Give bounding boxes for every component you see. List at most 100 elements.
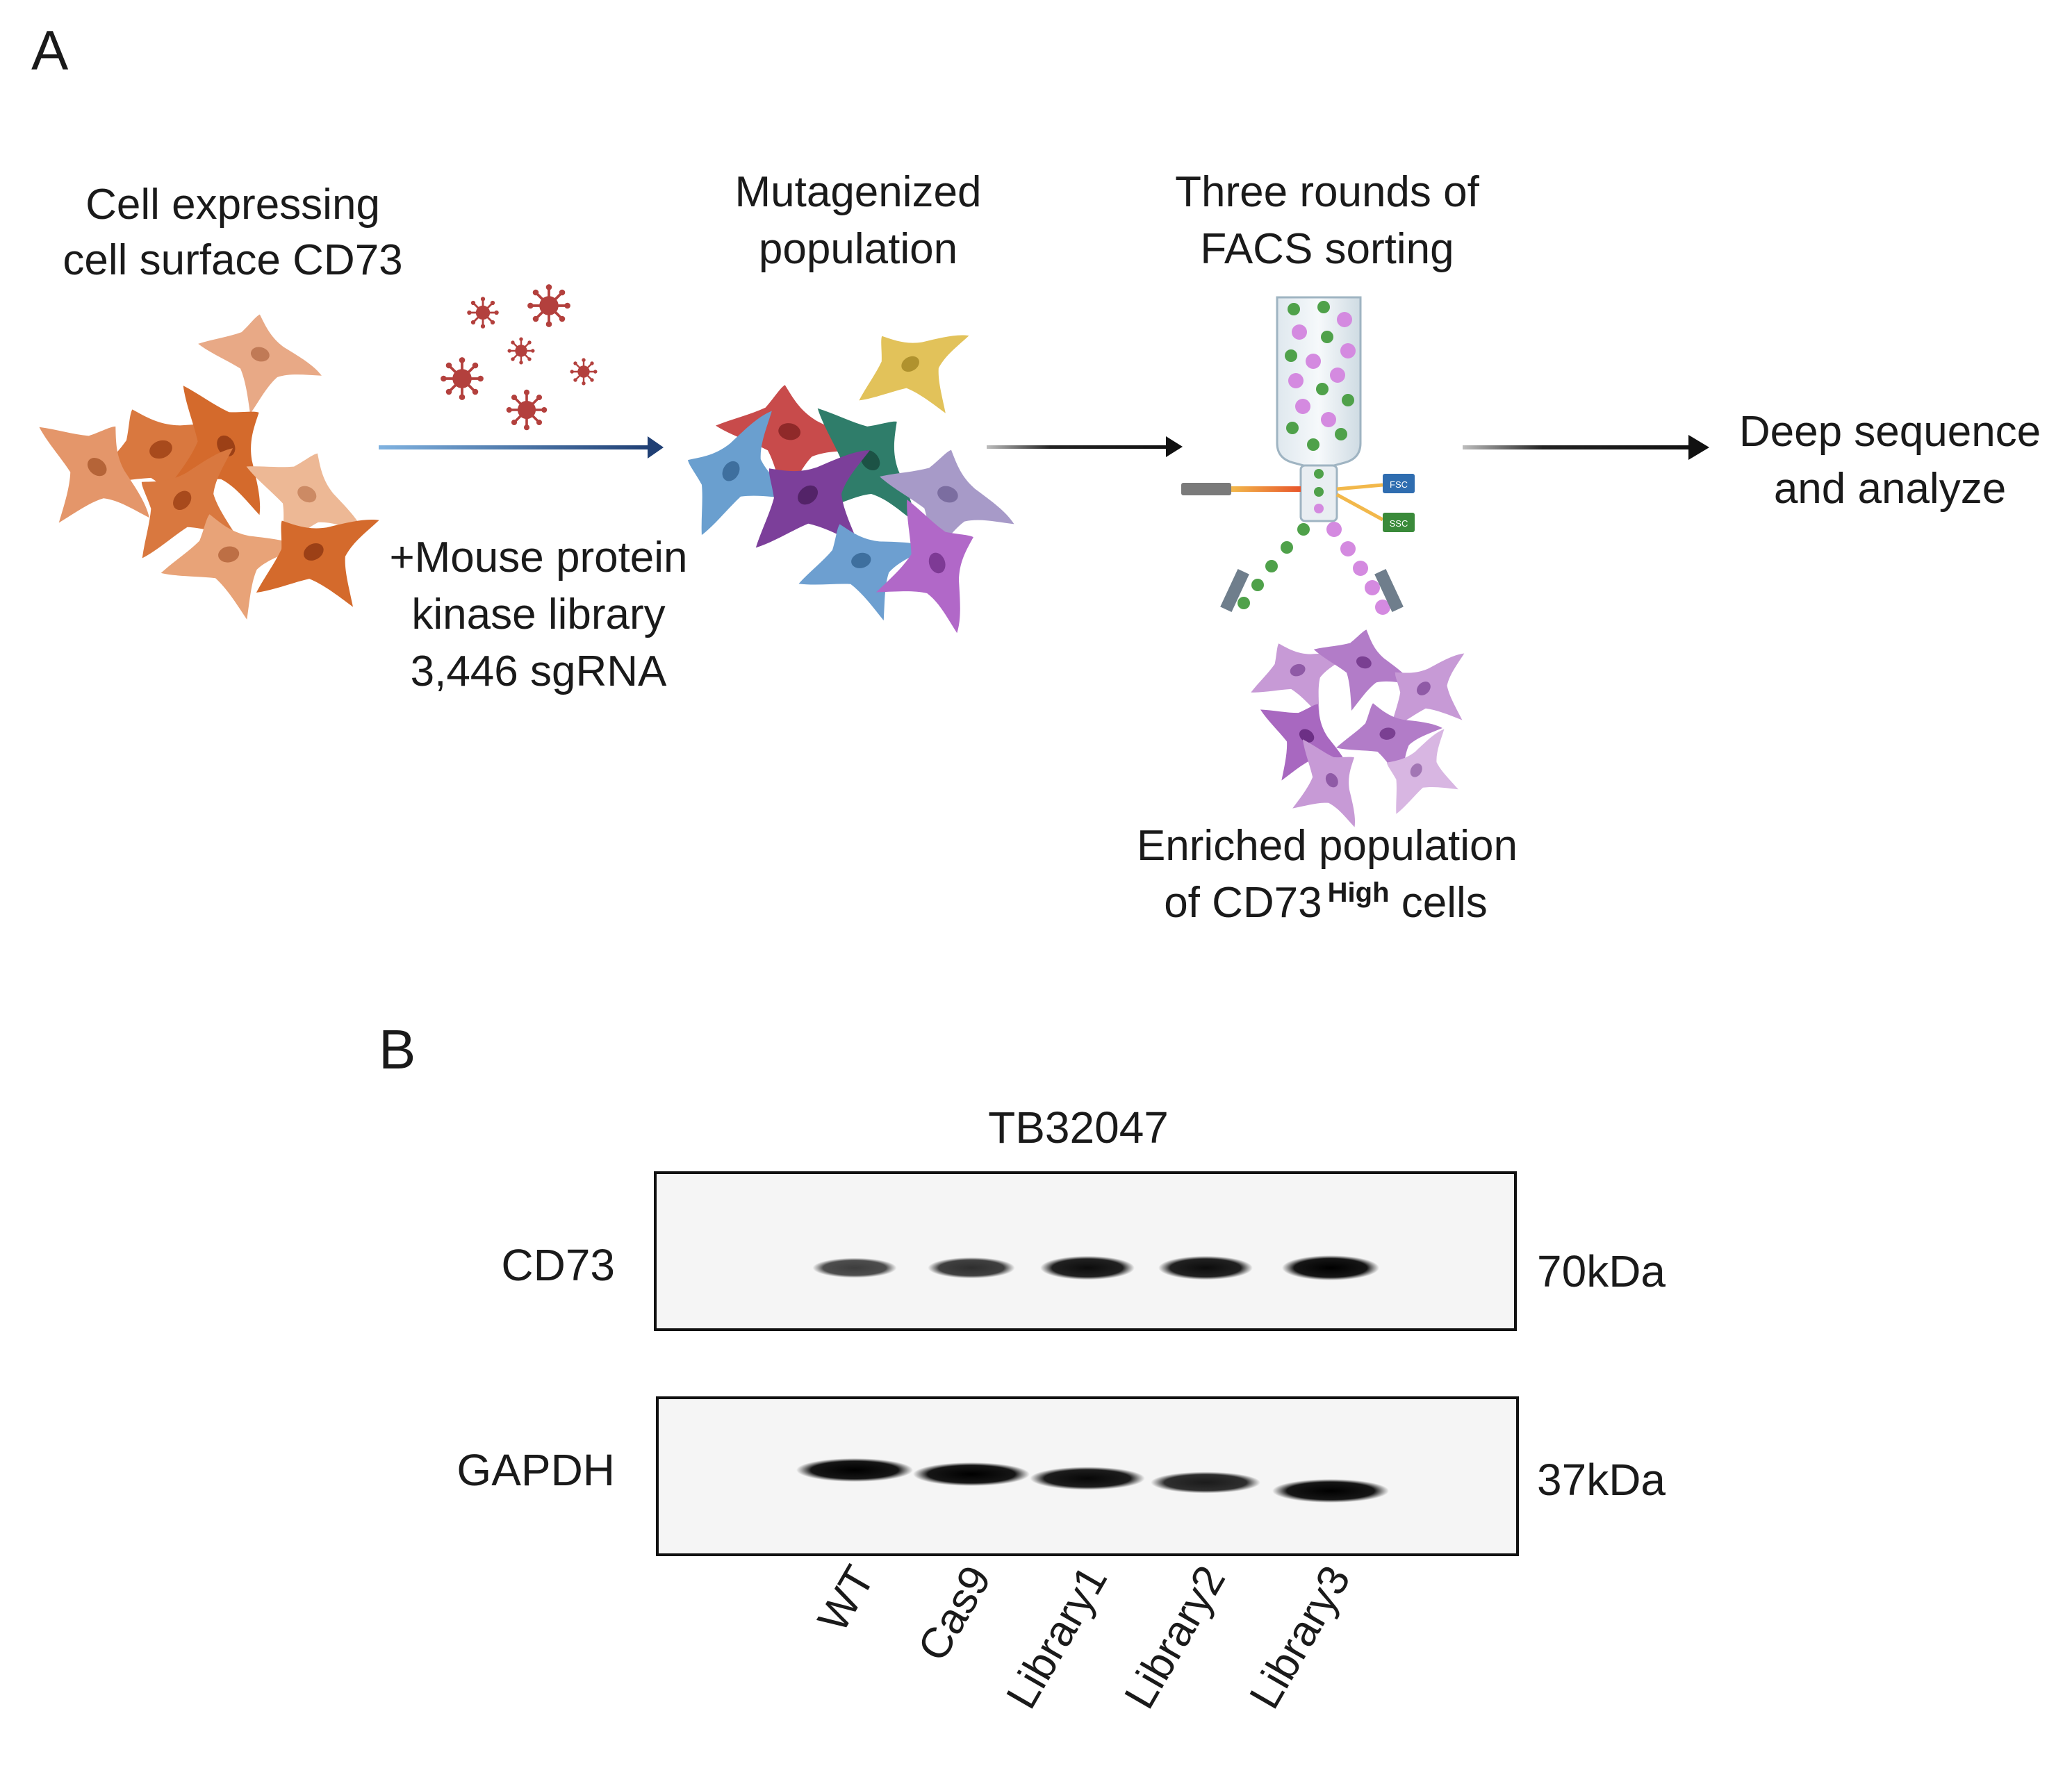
orange-cell bbox=[104, 417, 281, 597]
library-line3: 3,446 sgRNA bbox=[411, 647, 667, 695]
enriched-cell bbox=[1365, 628, 1497, 760]
panel-a-label: A bbox=[31, 19, 69, 81]
step-cell-title-line1: Cell expressing bbox=[85, 181, 380, 229]
library-line1: +Mouse protein bbox=[389, 534, 687, 581]
orange-cell bbox=[72, 377, 262, 546]
ssc-beam bbox=[1335, 493, 1384, 522]
step-facs-line2: FACS sorting bbox=[1200, 225, 1454, 273]
cd73-band-library1 bbox=[1040, 1255, 1135, 1280]
cd73-blot-frame bbox=[654, 1171, 1517, 1331]
enriched-cell-cluster bbox=[1233, 615, 1497, 850]
ssc-detector: SSC bbox=[1383, 513, 1415, 532]
enriched-cell bbox=[1265, 721, 1385, 850]
lane-label-library1: Library1 bbox=[997, 1558, 1117, 1717]
virus-icon bbox=[505, 388, 548, 431]
enriched-superscript: High bbox=[1328, 877, 1390, 908]
orange-cell bbox=[183, 301, 333, 429]
analysis-arrow bbox=[1463, 435, 1709, 460]
library-description: +Mouse protein kinase library 3,446 sgRN… bbox=[389, 534, 687, 695]
orange-cell bbox=[152, 500, 312, 633]
gapdh-blot: GAPDH 37kDa bbox=[457, 1396, 1666, 1556]
step-sequence-title: Deep sequence and analyze bbox=[1739, 408, 2041, 513]
transduction-arrow bbox=[379, 436, 664, 459]
mixed-cell bbox=[859, 430, 1031, 583]
orange-cell bbox=[231, 478, 411, 645]
enriched-cell bbox=[1367, 712, 1481, 835]
gapdh-size-label: 37kDa bbox=[1537, 1455, 1666, 1505]
library-line2: kinase library bbox=[411, 591, 665, 638]
step-mutagenized-title: Mutagenized population bbox=[734, 168, 981, 273]
gapdh-blot-label: GAPDH bbox=[457, 1445, 615, 1495]
cd73-blot-label: CD73 bbox=[501, 1240, 615, 1290]
gapdh-band-wt bbox=[796, 1458, 913, 1482]
enriched-cell bbox=[1238, 622, 1365, 735]
cd73-size-label: 70kDa bbox=[1537, 1246, 1666, 1296]
step-sequence-line1: Deep sequence bbox=[1739, 408, 2041, 456]
gapdh-band-cas9 bbox=[913, 1462, 1030, 1486]
enriched-cell bbox=[1329, 692, 1451, 793]
cd73-band-wt bbox=[812, 1257, 897, 1278]
cd73-band-library2 bbox=[1158, 1255, 1253, 1280]
cell-line-title: TB32047 bbox=[988, 1103, 1169, 1153]
orange-cell bbox=[217, 426, 387, 584]
virus-icon bbox=[466, 296, 500, 329]
step-cell-title: Cell expressing cell surface CD73 bbox=[63, 181, 402, 284]
enriched-line2-prefix: of CD73 bbox=[1164, 879, 1322, 927]
enriched-cell bbox=[1298, 615, 1425, 727]
mixed-cell bbox=[837, 298, 997, 448]
gapdh-band-library3 bbox=[1272, 1479, 1389, 1503]
deflection-plate-negative bbox=[1220, 569, 1249, 612]
gapdh-band-group bbox=[796, 1458, 1389, 1503]
gapdh-band-library1 bbox=[1030, 1467, 1145, 1490]
virus-icon bbox=[569, 357, 598, 386]
cd73-band-cas9 bbox=[928, 1257, 1015, 1279]
lane-label-library3: Library3 bbox=[1240, 1558, 1360, 1717]
cd73-band-library3 bbox=[1282, 1255, 1379, 1280]
lane-label-wt: WT bbox=[809, 1558, 884, 1640]
gapdh-band-library2 bbox=[1151, 1471, 1260, 1494]
step-facs-line1: Three rounds of bbox=[1175, 168, 1479, 216]
enriched-line2-suffix: cells bbox=[1390, 879, 1488, 927]
cd73-band-group bbox=[812, 1255, 1379, 1280]
sorting-arrow bbox=[987, 436, 1183, 457]
enriched-line1: Enriched population bbox=[1137, 822, 1518, 870]
step-facs-title: Three rounds of FACS sorting bbox=[1175, 168, 1479, 273]
lane-label-cas9: Cas9 bbox=[909, 1558, 1001, 1669]
enriched-cell bbox=[1233, 679, 1371, 809]
mixed-cell bbox=[850, 482, 1003, 654]
step-mutagenized-line1: Mutagenized bbox=[734, 168, 981, 216]
mutagenized-cell-cluster bbox=[659, 298, 1031, 654]
mixed-cell bbox=[659, 386, 826, 565]
orange-cell-cluster bbox=[0, 301, 411, 645]
deflection-plate-positive bbox=[1374, 569, 1404, 612]
fsc-detector: FSC bbox=[1383, 474, 1415, 493]
virus-group bbox=[439, 283, 598, 431]
sorted-droplets bbox=[1238, 522, 1390, 615]
virus-icon bbox=[439, 356, 485, 402]
lane-label-library2: Library2 bbox=[1115, 1558, 1235, 1717]
virus-icon bbox=[526, 283, 572, 329]
fsc-beam bbox=[1336, 483, 1383, 491]
step-sequence-line2: and analyze bbox=[1774, 465, 2006, 513]
cd73-blot: CD73 70kDa bbox=[501, 1171, 1666, 1331]
orange-cell bbox=[0, 389, 181, 565]
ssc-label: SSC bbox=[1390, 518, 1408, 529]
panel-a: A Cell expressing cell surface CD73 bbox=[0, 19, 2041, 927]
mixed-cell bbox=[786, 503, 944, 640]
fsc-label: FSC bbox=[1390, 479, 1408, 490]
mixed-cell bbox=[705, 374, 873, 515]
virus-icon bbox=[507, 336, 536, 365]
step-mutagenized-line2: population bbox=[759, 225, 957, 273]
mixed-cell bbox=[722, 411, 912, 597]
step-cell-title-line2: cell surface CD73 bbox=[63, 236, 402, 284]
laser-source bbox=[1181, 483, 1231, 495]
laser-beam bbox=[1231, 486, 1301, 492]
panel-b-label: B bbox=[379, 1018, 416, 1080]
tube-particles bbox=[1285, 301, 1356, 513]
facs-sorter: FSC SSC bbox=[1181, 296, 1415, 615]
